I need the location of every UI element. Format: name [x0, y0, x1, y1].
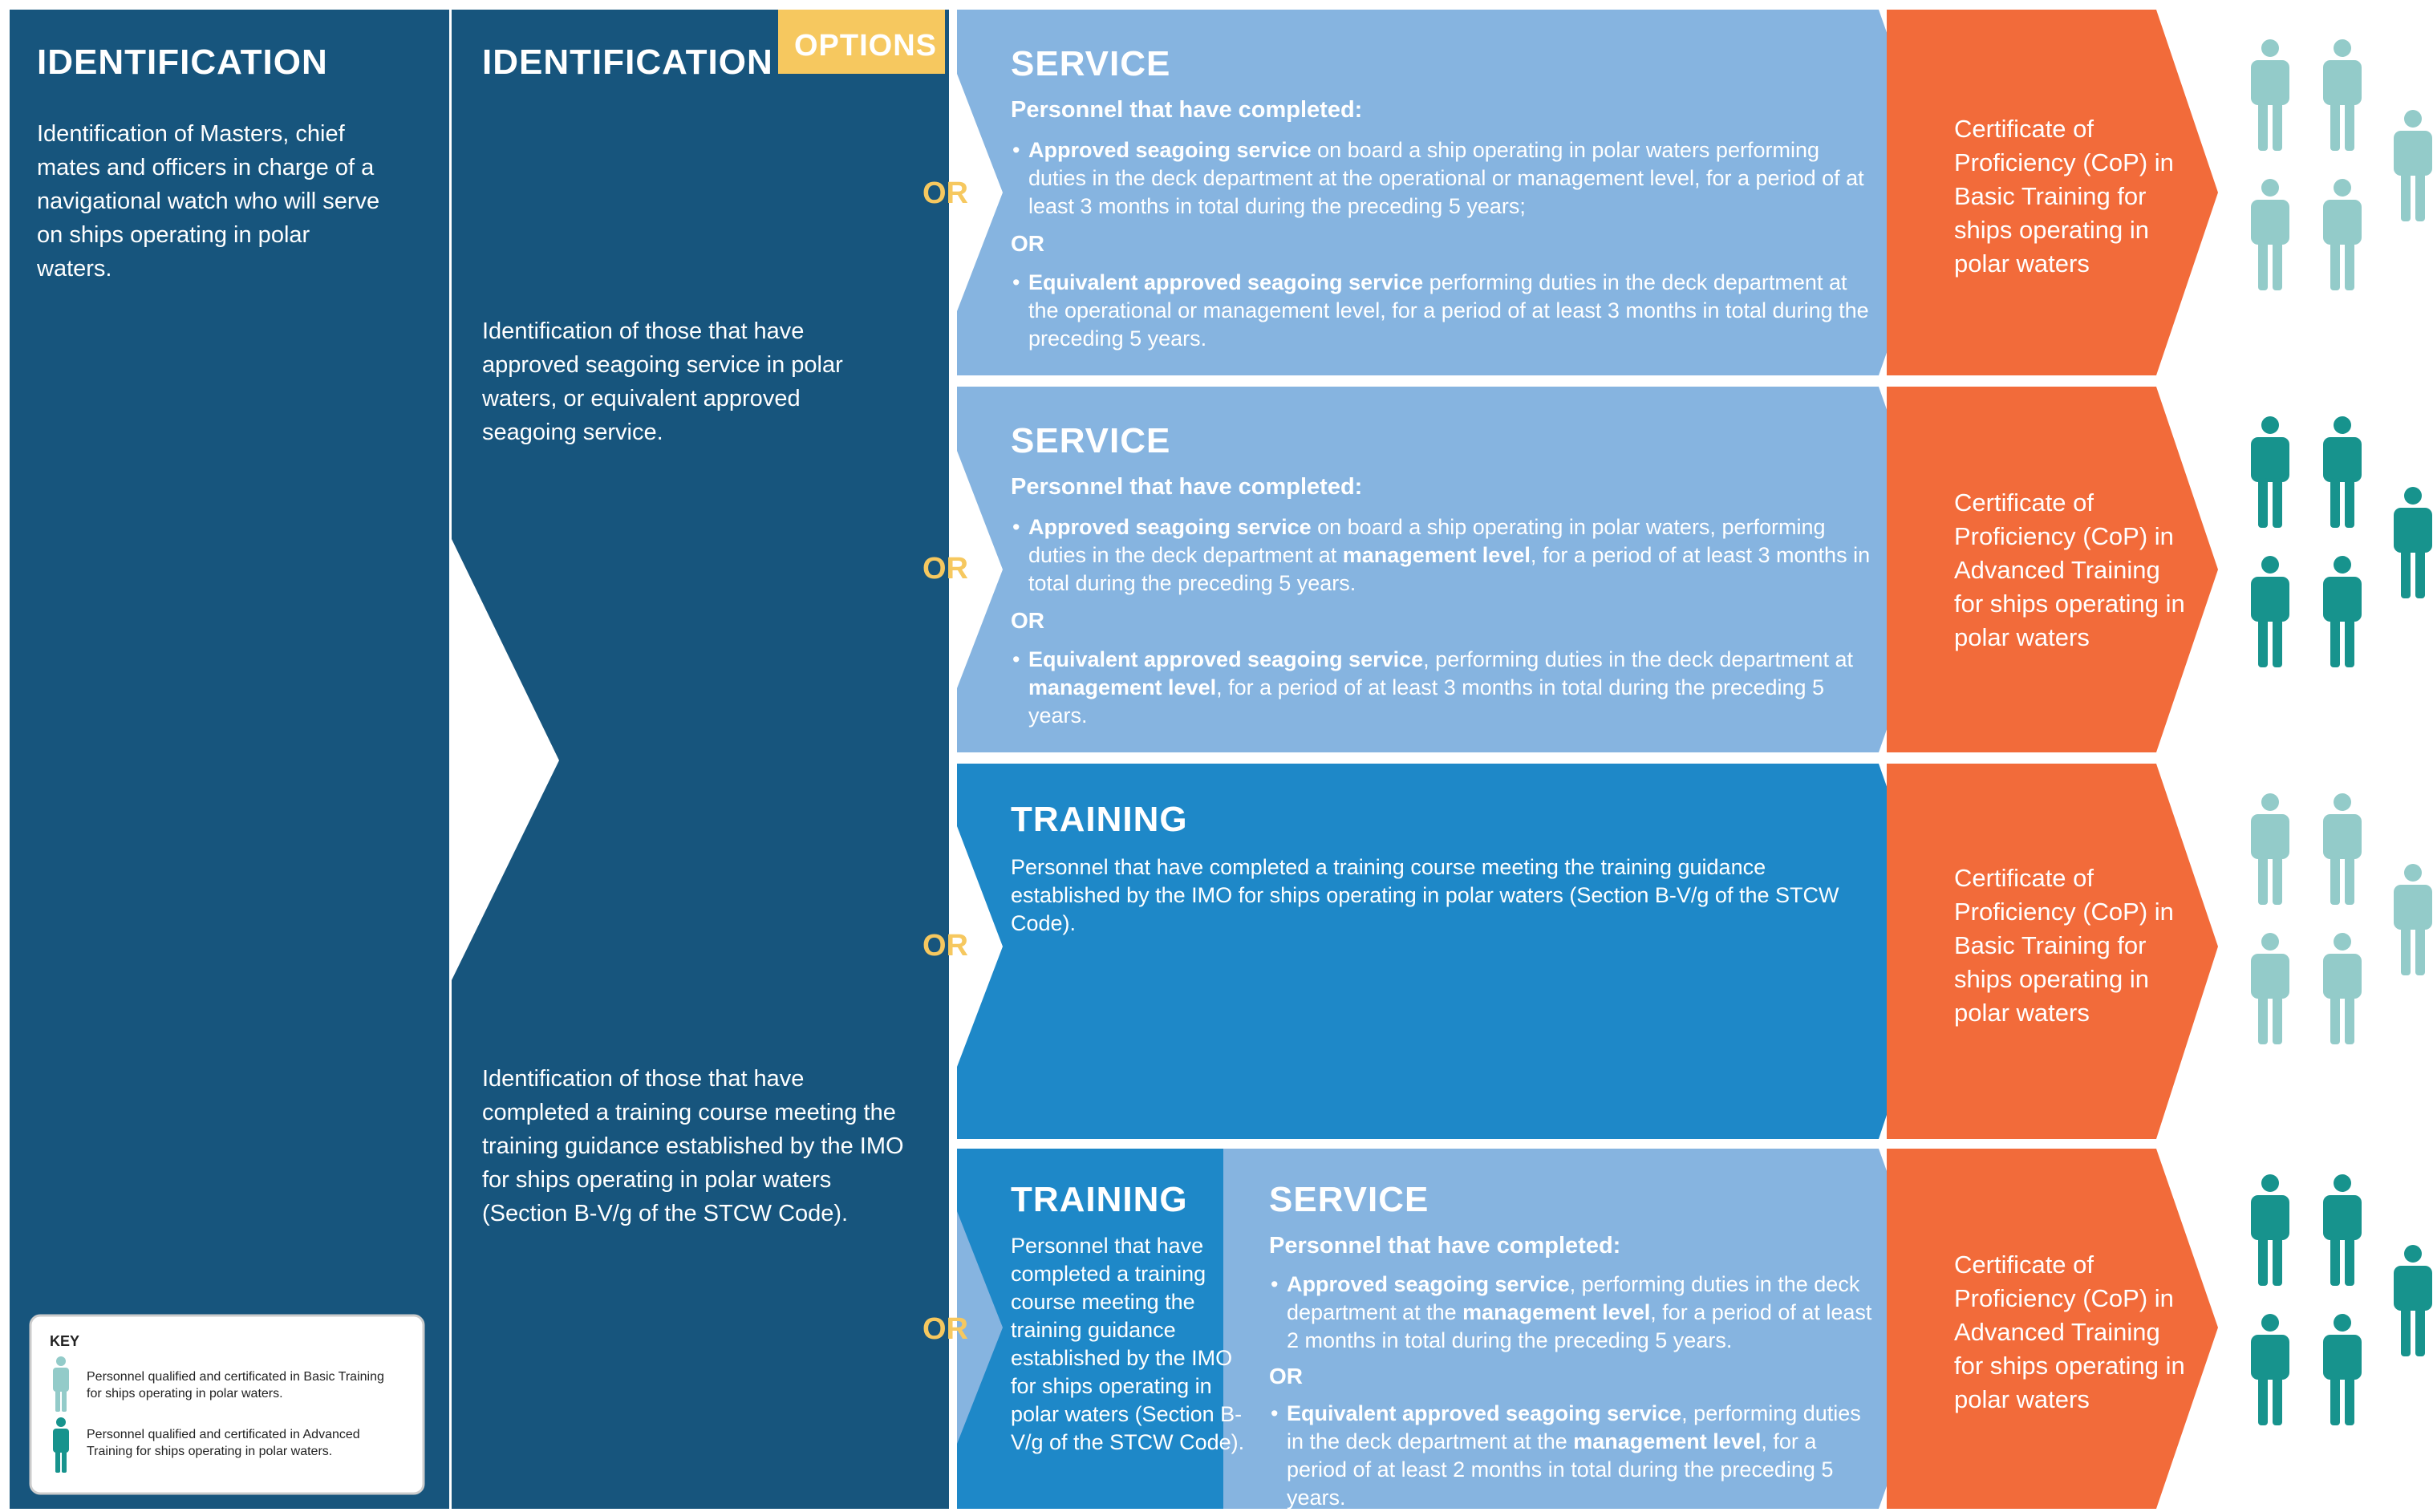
key-basic-person-icon [53, 1356, 69, 1412]
row2-content: Personnel that have completed: Approved … [1011, 473, 1877, 730]
advanced-person-icon [2394, 487, 2432, 598]
row2-b2-bold2: management level [1028, 675, 1217, 699]
row4-b2-mid: , performing duties in the deck departme… [1287, 1401, 1861, 1453]
key-basic-text: Personnel qualified and certificated in … [87, 1370, 384, 1401]
row1-bullet-2: Equivalent approved seagoing service per… [1011, 269, 1877, 353]
advanced-person-icon [2323, 1174, 2362, 1286]
row2-title: SERVICE [1011, 421, 1171, 460]
options-tab [778, 10, 945, 74]
row1-inner-or: OR [1011, 231, 1044, 256]
col1-description: Identification of Masters, chief mates a… [37, 121, 380, 282]
identification-column-2 [452, 10, 949, 1509]
row2-subhead: Personnel that have completed: [1011, 474, 1363, 500]
row3-title: TRAINING [1011, 800, 1188, 839]
identification-column-1 [10, 10, 449, 1509]
row4-training-text: Personnel that have completed a training… [1011, 1234, 1245, 1454]
advanced-person-icon [2251, 556, 2289, 667]
advanced-person-icon [2323, 556, 2362, 667]
basic-person-icon [2323, 39, 2362, 151]
basic-person-icon [2394, 864, 2432, 975]
row3-training-panel [957, 764, 1943, 1139]
row1-b1-bold: Approved seagoing service [1028, 138, 1312, 162]
row4-b2-bold2: management level [1573, 1429, 1762, 1453]
row2-b1-mid: on board a ship operating in polar water… [1028, 515, 1826, 567]
row3-cop-panel [1887, 764, 2218, 1139]
row4-bullet-2: Equivalent approved seagoing service, pe… [1269, 1400, 1879, 1512]
key-title: KEY [50, 1333, 80, 1349]
basic-person-icon [2323, 933, 2362, 1044]
options-label: OPTIONS [794, 29, 938, 63]
advanced-person-icon [2394, 1245, 2432, 1356]
col1-title: IDENTIFICATION [37, 43, 328, 82]
row1-b2-rest: performing duties in the deck department… [1028, 270, 1869, 351]
row2-b2-bold: Equivalent approved seagoing service [1028, 647, 1424, 671]
row1-title: SERVICE [1011, 44, 1171, 83]
row4-service-title: SERVICE [1269, 1180, 1429, 1219]
row2-bullet-1: Approved seagoing service on board a shi… [1011, 513, 1877, 598]
basic-person-icon [2323, 179, 2362, 290]
or-label-row2: OR [923, 552, 968, 586]
row4-training-panel [957, 1149, 1223, 1509]
row4-b2-bold: Equivalent approved seagoing service [1287, 1401, 1682, 1425]
row4-subhead: Personnel that have completed: [1269, 1233, 1621, 1259]
row2-b2-rest: , for a period of at least 3 months in t… [1028, 675, 1825, 728]
or-label-row1: OR [923, 176, 968, 210]
row4-b1-mid: , performing duties in the deck departme… [1287, 1272, 1860, 1324]
row1-b1-rest: on board a ship operating in polar water… [1028, 138, 1864, 218]
row4-service-content: Personnel that have completed: Approved … [1269, 1232, 1879, 1512]
row1-b2-bold: Equivalent approved seagoing service [1028, 270, 1424, 294]
row1-subhead: Personnel that have completed: [1011, 97, 1363, 123]
basic-person-icon [2251, 39, 2289, 151]
basic-person-icon [2251, 179, 2289, 290]
row4-b2-rest: , for a period of at least 2 months in t… [1287, 1429, 1834, 1510]
advanced-person-icon [2251, 1174, 2289, 1286]
row4-bullet-1: Approved seagoing service, performing du… [1269, 1271, 1879, 1355]
row2-bullet-2: Equivalent approved seagoing service, pe… [1011, 646, 1877, 730]
basic-person-icon [2251, 793, 2289, 905]
row2-b1-bold2: management level [1342, 543, 1531, 567]
key-box [29, 1314, 425, 1495]
row2-b1-rest: , for a period of at least 3 months in t… [1028, 543, 1871, 595]
row2-b1-bold: Approved seagoing service [1028, 515, 1312, 539]
row1-bullet-1: Approved seagoing service on board a shi… [1011, 136, 1877, 221]
row2-cop-text: Certificate of Proficiency (CoP) in Adva… [1954, 488, 2185, 651]
row2-inner-or: OR [1011, 608, 1044, 633]
row3-text: Personnel that have completed a training… [1011, 855, 1839, 935]
advanced-person-icon [2323, 416, 2362, 528]
row1-cop-panel [1887, 10, 2218, 375]
basic-person-icon [2251, 933, 2289, 1044]
row4-cop-panel [1887, 1149, 2218, 1509]
advanced-person-icon [2251, 1314, 2289, 1425]
col2-title: IDENTIFICATION [482, 43, 773, 82]
col2-service-description: Identification of those that have approv… [482, 318, 843, 445]
basic-person-icon [2323, 793, 2362, 905]
advanced-person-icon [2323, 1314, 2362, 1425]
row4-training-title: TRAINING [1011, 1180, 1188, 1219]
row1-content: Personnel that have completed: Approved … [1011, 96, 1877, 353]
key-advanced-person-icon [53, 1417, 69, 1473]
or-label-row3: OR [923, 929, 968, 963]
row4-b1-rest: , for a period of at least 2 months in t… [1287, 1300, 1872, 1352]
row4-cop-text: Certificate of Proficiency (CoP) in Adva… [1954, 1251, 2185, 1413]
row2-b2-mid: , performing duties in the deck departme… [1423, 647, 1853, 671]
row1-cop-text: Certificate of Proficiency (CoP) in Basi… [1954, 115, 2174, 278]
row4-inner-or: OR [1269, 1364, 1303, 1388]
row2-cop-panel [1887, 387, 2218, 752]
or-label-row4: OR [923, 1312, 968, 1346]
basic-person-icon [2394, 110, 2432, 221]
col2-training-description: Identification of those that have comple… [482, 1066, 904, 1226]
row3-cop-text: Certificate of Proficiency (CoP) in Basi… [1954, 864, 2174, 1027]
advanced-person-icon [2251, 416, 2289, 528]
row4-b1-bold2: management level [1462, 1300, 1651, 1324]
row4-b1-bold: Approved seagoing service [1287, 1272, 1570, 1296]
key-advanced-text: Personnel qualified and certificated in … [87, 1428, 360, 1458]
